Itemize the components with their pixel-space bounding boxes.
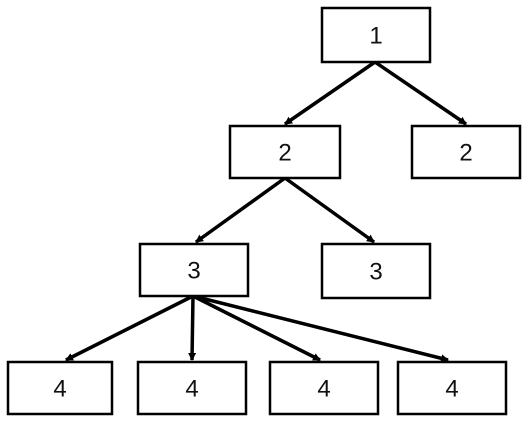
node-label: 2 [459, 140, 472, 167]
node-n3b: 3 [320, 242, 432, 300]
node-label: 1 [369, 23, 382, 50]
node-n2a: 2 [228, 124, 342, 180]
node-label: 4 [317, 376, 330, 403]
node-box [138, 242, 250, 298]
node-n4b: 4 [136, 360, 248, 416]
arrow-n1-to-n2b [374, 60, 467, 126]
arrow-n3a-to-n4c [192, 294, 321, 362]
node-n1: 1 [320, 6, 432, 64]
node-n4d: 4 [396, 360, 508, 416]
node-n2b: 2 [410, 124, 522, 180]
node-label: 4 [185, 376, 198, 403]
node-box [228, 124, 342, 180]
nodes-layer: 1 2 2 3 3 4 4 4 4 [6, 6, 522, 416]
edges-layer [65, 60, 467, 363]
node-label: 3 [369, 259, 382, 286]
node-box [320, 6, 432, 64]
node-box [320, 242, 432, 300]
node-box [410, 124, 522, 180]
node-label: 4 [53, 376, 66, 403]
node-n3a: 3 [138, 242, 250, 298]
arrow-n3a-to-n4a [65, 294, 194, 362]
arrow-n3a-to-n4d [192, 294, 449, 363]
arrow-n3a-to-n4b [188, 295, 197, 361]
arrow-n2a-to-n3b [283, 176, 376, 244]
node-box [136, 360, 248, 416]
node-label: 2 [278, 140, 291, 167]
node-label: 4 [445, 376, 458, 403]
node-box [396, 360, 508, 416]
node-box [6, 360, 114, 416]
node-label: 3 [187, 258, 200, 285]
node-box [268, 360, 380, 416]
arrow-n2a-to-n3a [194, 176, 287, 244]
arrow-n1-to-n2a [284, 60, 376, 126]
node-n4c: 4 [268, 360, 380, 416]
node-n4a: 4 [6, 360, 114, 416]
